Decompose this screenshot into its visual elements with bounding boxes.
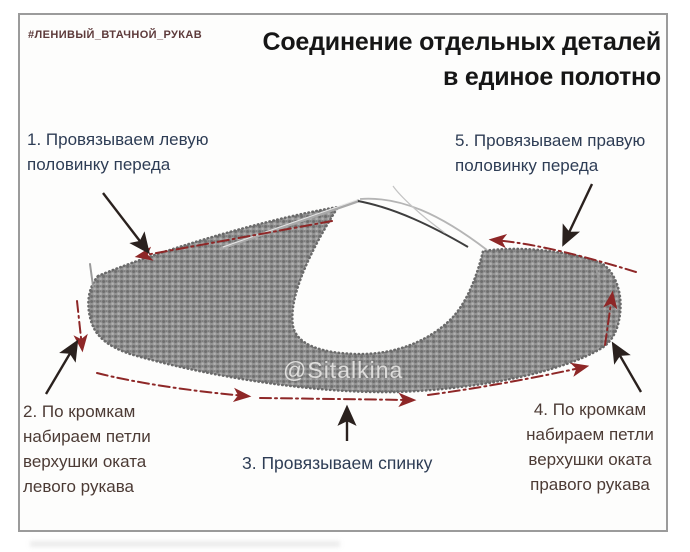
step2-label: 2. По кромкам набираем петли верхушки ок… [23,399,151,499]
knitted-yoke-shape [87,205,622,394]
step5-line-1: 5. Провязываем правую [455,131,646,150]
title-line-1: Соединение отдельных деталей [262,28,662,56]
pointer-arrow-step4 [611,341,643,393]
pointer-arrow-step1 [102,192,150,255]
step1-line-2: половинку переда [27,154,171,174]
step4-line-4: правого рукава [530,475,650,494]
step2-line-3: верхушки оката [23,452,147,471]
scan-smudge [30,541,340,547]
step2-line-2: набираем петли [23,427,151,446]
step1-line-1: 1. Провязываем левую [27,130,209,149]
direction-arrow-bottom-right [427,362,590,396]
step2-line-4: левого рукава [23,477,134,496]
step4-line-2: набираем петли [526,425,654,444]
step3-line-1: 3. Провязываем спинку [242,453,433,473]
step2-line-1: 2. По кромкам [23,402,136,421]
title-line-2: в единое полотно [442,63,661,91]
left-stitch-marker [89,263,94,287]
direction-arrow-bottom-center [259,392,417,408]
step5-line-2: половинку переда [455,155,599,175]
watermark: @Sitalkina [283,357,404,383]
direction-arrow-bottom-left [96,372,252,403]
needle-highlight [222,199,358,248]
page-title: Соединение отдельных деталей в единое по… [263,25,662,95]
step1-label: 1. Провязываем левую половинку переда [27,128,209,177]
pointer-arrow-step2 [44,339,79,395]
pointer-arrow-step5 [562,183,594,247]
step5-label: 5. Провязываем правую половинку переда [455,129,645,178]
needle-cable-light [359,197,488,251]
step4-line-3: верхушки оката [528,450,652,469]
step4-label: 4. По кромкам набираем петли верхушки ок… [510,397,670,497]
needle-cable-dark [357,200,469,248]
step3-label: 3. Провязываем спинку [242,451,432,476]
right-stitch-marker [595,267,601,285]
step4-line-1: 4. По кромкам [533,400,647,419]
yarn-strand [392,185,446,234]
direction-arrow-right-side [603,290,618,346]
circular-needle [220,199,360,250]
direction-arrow-top-right [488,233,637,273]
direction-arrow-top-left [134,220,333,261]
direction-arrow-left-side [73,300,88,353]
hashtag-label: #ЛЕНИВЫЙ_ВТАЧНОЙ_РУКАВ [28,29,203,41]
